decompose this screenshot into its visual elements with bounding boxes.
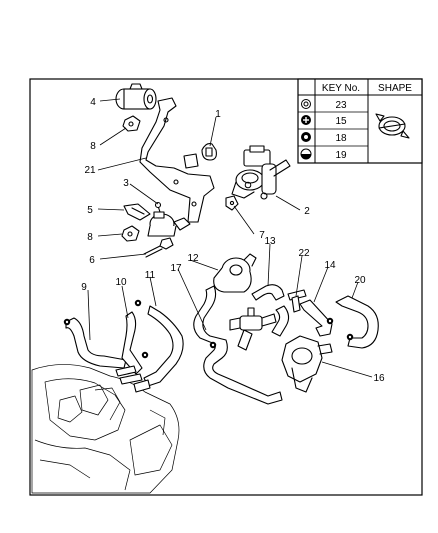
vacuum-hose-part-14 (299, 299, 333, 337)
callout-4: 4 (90, 97, 96, 108)
clamp-type-23-icon (301, 99, 311, 109)
vacuum-hose-part-17 (193, 285, 283, 405)
solenoid-valve-part-4 (115, 83, 157, 110)
tee-fitting-part-22 (287, 289, 307, 313)
callout-13: 13 (264, 236, 276, 247)
clamp-type-19-icon (300, 148, 312, 160)
engine-block-outline (31, 364, 180, 494)
key-23: 23 (335, 100, 347, 111)
check-valve-canister-part-12 (213, 253, 257, 293)
control-valve-part-3 (147, 201, 191, 237)
callout-8-upper: 8 (90, 141, 96, 152)
callout-22: 22 (298, 248, 310, 259)
shape-header: SHAPE (378, 83, 412, 94)
callout-7: 7 (259, 230, 265, 241)
callout-labels: 4 8 21 1 2 3 5 8 7 6 9 10 11 12 17 13 22… (81, 97, 385, 384)
callout-9: 9 (81, 282, 87, 293)
callout-5: 5 (87, 205, 93, 216)
hose-clamps (63, 181, 354, 359)
clamp-type-18-icon (301, 132, 311, 142)
hose-clip-part-1 (201, 143, 217, 161)
diagram-frame (29, 78, 423, 496)
vacuum-hose-part-10 (121, 311, 143, 375)
callout-11: 11 (145, 270, 156, 281)
clamp-key-table: KEY No. SHAPE 23 15 18 19 (297, 78, 423, 164)
key-header: KEY No. (322, 83, 360, 94)
vacuum-hose-part-13 (251, 284, 285, 301)
air-valve-part-2 (231, 145, 291, 200)
mounting-bracket-part-21 (139, 97, 215, 223)
callout-16: 16 (373, 373, 385, 384)
leader-lines (87, 98, 373, 378)
bolt-part-6 (143, 237, 174, 258)
vacuum-hose-part-20 (335, 295, 379, 349)
nut-part-8-lower (121, 225, 140, 242)
callout-12: 12 (187, 253, 199, 264)
bracket-clip-part-5 (123, 203, 151, 221)
callout-2: 2 (304, 206, 310, 217)
vacuum-hose-part-11 (143, 305, 184, 387)
callout-1: 1 (215, 109, 221, 120)
tee-fittings-group (115, 365, 151, 393)
vacuum-hose-part-9 (65, 317, 127, 369)
egr-valve-part-16 (281, 335, 333, 393)
vacuum-hose-part-13-lower (271, 305, 290, 337)
key-15: 15 (335, 116, 347, 127)
vacuum-junction (229, 307, 277, 351)
callout-10: 10 (115, 277, 127, 288)
hose-clamp-shape-icon (375, 113, 410, 139)
nut-part-8-upper (122, 115, 141, 132)
callout-21: 21 (84, 165, 96, 176)
callout-17: 17 (170, 263, 182, 274)
nut-part-7 (225, 195, 239, 211)
clamp-type-15-icon (301, 115, 311, 125)
callout-20: 20 (354, 275, 366, 286)
key-19: 19 (335, 150, 347, 161)
callout-6: 6 (89, 255, 95, 266)
key-18: 18 (335, 133, 347, 144)
callout-8-lower: 8 (87, 232, 93, 243)
callout-3: 3 (123, 178, 129, 189)
callout-14: 14 (324, 260, 336, 271)
